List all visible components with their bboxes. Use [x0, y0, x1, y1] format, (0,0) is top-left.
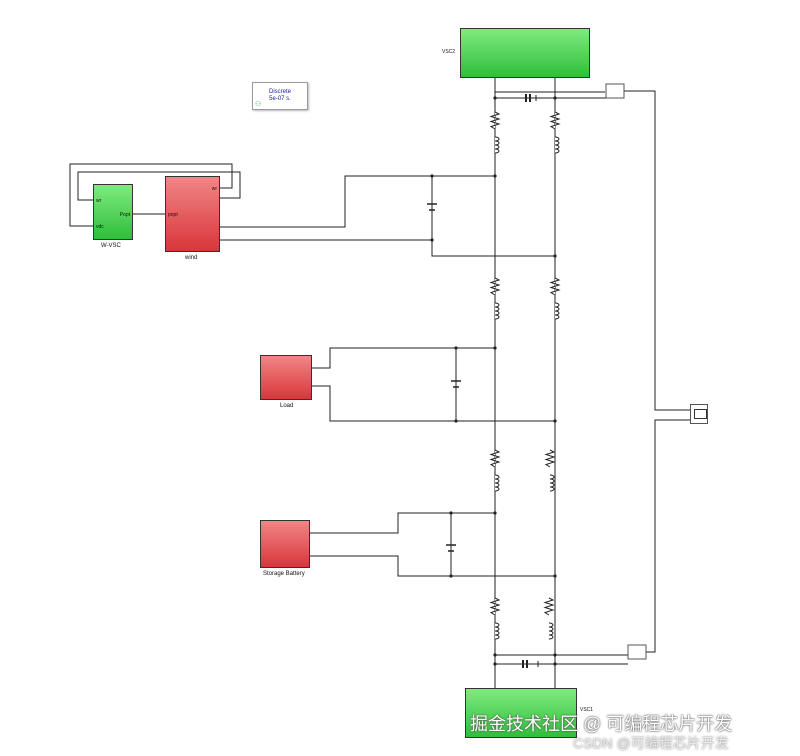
powergui-solver-block[interactable]: Discrete 5e-07 s. ⚇	[252, 82, 308, 110]
scope-block[interactable]	[690, 404, 708, 424]
junction-node	[553, 96, 557, 100]
inductor-coil-symbol	[494, 310, 500, 316]
junction-node	[553, 662, 557, 666]
solver-mode-text: Discrete	[268, 89, 291, 95]
inductor-coil-symbol	[549, 478, 555, 484]
inductor-coil-symbol	[494, 306, 500, 312]
resistor-symbol	[489, 449, 501, 468]
resistor-symbol	[543, 597, 555, 616]
inductor-coil-symbol	[494, 140, 500, 146]
resistor-symbol	[489, 111, 501, 130]
storage-battery-label: Storage Battery	[263, 571, 305, 577]
inductor-coil-symbol	[554, 302, 560, 308]
junction-node	[493, 96, 497, 100]
inductor-coil-symbol	[494, 634, 500, 640]
storage-battery-block[interactable]	[260, 520, 310, 568]
junction-node	[493, 174, 497, 178]
junction-node	[430, 174, 434, 178]
junction-node	[493, 662, 497, 666]
inductor-coil-symbol	[549, 482, 555, 488]
vsc1-label: VSC1	[580, 707, 594, 713]
junction-node	[454, 346, 458, 350]
inductor-coil-symbol	[549, 474, 555, 480]
resistor-symbol	[544, 449, 556, 468]
inductor-coil-symbol	[554, 306, 560, 312]
inductor-coil-symbol	[494, 478, 500, 484]
junction-node	[493, 346, 497, 350]
inductor-coil-symbol	[554, 136, 560, 142]
inductor-coil-symbol	[494, 148, 500, 154]
wvsc-port-vdc: vdc	[96, 224, 104, 230]
wind-port-popt: popt	[168, 212, 178, 218]
load-block[interactable]	[260, 355, 312, 400]
junction-node	[449, 574, 453, 578]
junction-node	[553, 254, 557, 258]
inductor-coil-symbol	[494, 474, 500, 480]
solver-step-text: 5e-07 s.	[269, 96, 291, 102]
wvsc-port-wr: wr	[96, 198, 102, 204]
inductor-coil-symbol	[549, 486, 555, 492]
inductor-coil-symbol	[554, 140, 560, 146]
wind-port-wr: wr	[211, 186, 217, 192]
vsc2-label: VSC2	[442, 49, 456, 55]
inductor-coil-symbol	[494, 626, 500, 632]
load-label: Load	[280, 403, 294, 409]
junction-node	[430, 238, 434, 242]
vsc2-block[interactable]: VSC2	[442, 28, 590, 78]
inductor-coil-symbol	[554, 310, 560, 316]
inductor-coil-symbol	[494, 302, 500, 308]
junction-node	[449, 511, 453, 515]
vsc1-measurement-block[interactable]	[627, 644, 647, 660]
inductor-coil-symbol	[554, 144, 560, 150]
watermark-sub: CSDN @可编程芯片开发	[573, 735, 729, 751]
resistor-symbol	[489, 277, 501, 296]
inductor-coil-symbol	[554, 314, 560, 320]
resistor-symbol	[549, 277, 561, 296]
inductor-coil-symbol	[494, 314, 500, 320]
junction-node	[553, 574, 557, 578]
inductor-coil-symbol	[494, 622, 500, 628]
resistor-symbol	[489, 597, 501, 616]
junction-node	[493, 511, 497, 515]
resistor-symbol	[549, 111, 561, 130]
scope-screen-icon	[694, 409, 707, 419]
inductor-coil-symbol	[548, 622, 554, 628]
junction-node	[493, 653, 497, 657]
junction-node	[454, 419, 458, 423]
inductor-coil-symbol	[494, 144, 500, 150]
vsc2-measurement-block[interactable]	[605, 83, 625, 99]
powergui-icon: ⚇	[255, 101, 262, 108]
wvsc-block[interactable]: wr vdc Popt	[93, 184, 133, 240]
junction-node	[553, 653, 557, 657]
inductor-coil-symbol	[548, 626, 554, 632]
inductor-coil-symbol	[494, 486, 500, 492]
junction-node	[553, 419, 557, 423]
inductor-coil-symbol	[494, 136, 500, 142]
inductor-coil-symbol	[548, 630, 554, 636]
inductor-coil-symbol	[494, 630, 500, 636]
watermark-main: 掘金技术社区 @ 可编程芯片开发	[470, 714, 733, 734]
wind-block[interactable]: popt wr	[165, 176, 220, 252]
inductor-coil-symbol	[494, 482, 500, 488]
wvsc-label: W-VSC	[101, 243, 121, 249]
inductor-coil-symbol	[554, 148, 560, 154]
wvsc-port-popt: Popt	[119, 212, 130, 218]
vsc1-block[interactable]: VSC1	[465, 688, 593, 738]
inductor-coil-symbol	[548, 634, 554, 640]
wind-label: wind	[185, 255, 198, 261]
